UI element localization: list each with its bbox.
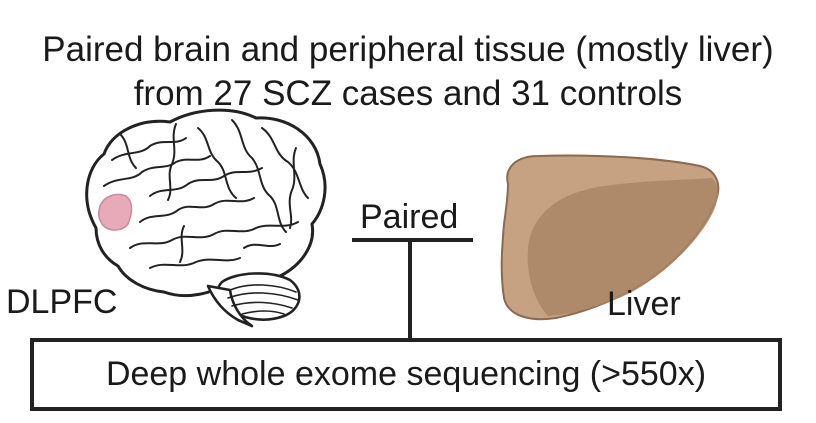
- paired-bar: [352, 238, 473, 242]
- dlpfc-label: DLPFC: [6, 283, 118, 321]
- liver-label: Liver: [607, 285, 681, 323]
- brain-outline: [85, 108, 327, 298]
- dlpfc-region: [97, 193, 133, 231]
- brain-gyri: [103, 119, 309, 269]
- title-line-2: from 27 SCZ cases and 31 controls: [133, 74, 683, 113]
- cerebellum-folds: [227, 284, 299, 315]
- liver-illustration: [500, 154, 720, 321]
- paired-connector-line: [408, 240, 412, 341]
- title-line-1: Paired brain and peripheral tissue (most…: [42, 30, 774, 69]
- sequencing-box: Deep whole exome sequencing (>550x): [30, 338, 782, 411]
- liver-shadow: [527, 178, 718, 316]
- paired-label: Paired: [360, 198, 459, 236]
- brain-stem: [206, 284, 254, 328]
- sequencing-label: Deep whole exome sequencing (>550x): [105, 355, 707, 393]
- brain-illustration: [85, 108, 327, 328]
